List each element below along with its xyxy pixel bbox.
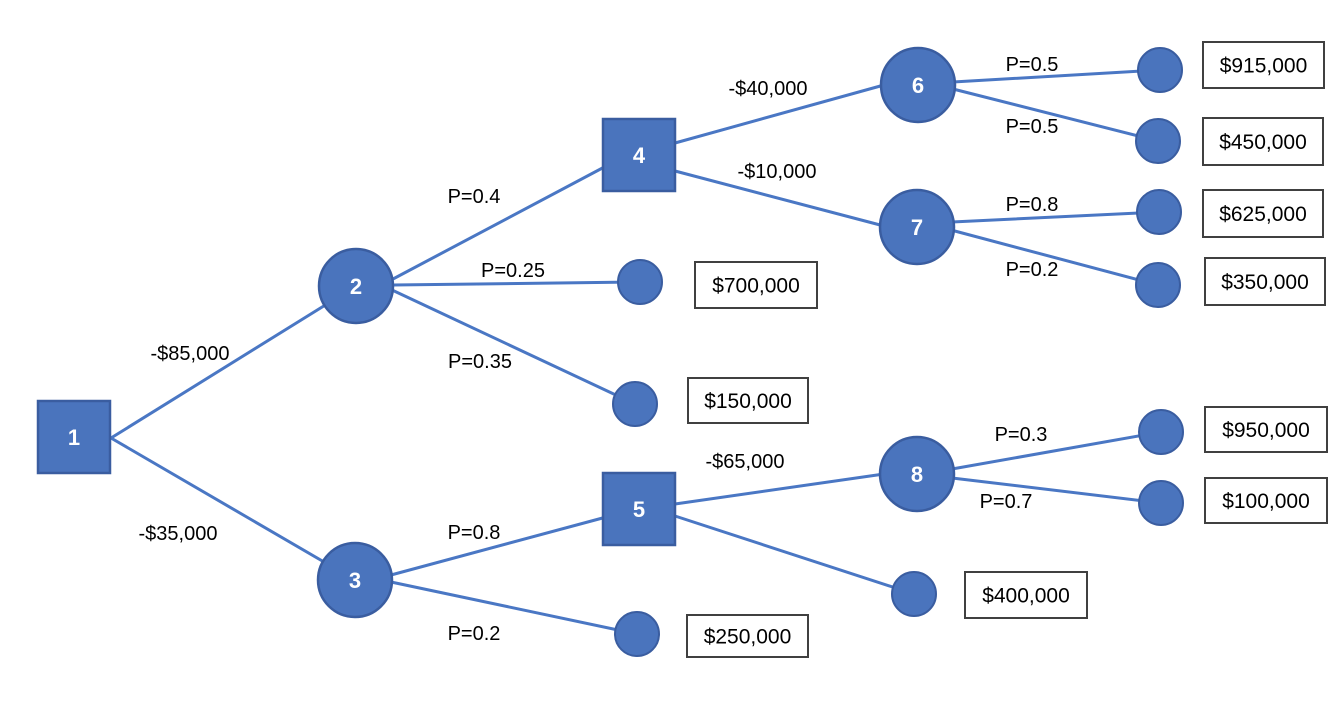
nodes-layer: 1 2 3 4 5 6 7 8 bbox=[36, 46, 957, 619]
payoff-box-t-400000 bbox=[964, 571, 1088, 619]
terminals-layer bbox=[612, 47, 1184, 657]
branch-label-2-to-t-700000: P=0.25 bbox=[481, 260, 545, 282]
branch-label-1-to-3: -$35,000 bbox=[139, 523, 218, 545]
chance-node-7 bbox=[878, 188, 956, 266]
branch-label-1-to-2: -$85,000 bbox=[151, 343, 230, 365]
node-number-4: 4 bbox=[633, 143, 646, 168]
node-number-2: 2 bbox=[350, 274, 362, 299]
terminal-node-t-400000 bbox=[891, 571, 937, 617]
payoff-box-t-250000 bbox=[686, 614, 809, 658]
branch-1-to-3 bbox=[109, 436, 357, 582]
branch-label-4-to-7: -$10,000 bbox=[738, 161, 817, 183]
chance-node-6 bbox=[879, 46, 957, 124]
branch-7-to-t-625000 bbox=[950, 210, 1161, 224]
terminal-node-t-950000 bbox=[1138, 409, 1184, 455]
branch-4-to-7 bbox=[673, 169, 886, 228]
branch-8-to-t-950000 bbox=[950, 430, 1163, 471]
payoff-value-t-950000: $950,000 bbox=[1222, 419, 1310, 442]
branch-4-to-6 bbox=[673, 83, 886, 145]
edge-labels-layer: -$85,000-$35,000P=0.4P=0.25P=0.35P=0.8P=… bbox=[139, 54, 1059, 645]
branch-6-to-t-450000 bbox=[951, 87, 1160, 143]
payoffs-layer: $915,000 $450,000 $625,000 $350,000 $700,000… bbox=[686, 41, 1328, 658]
terminal-node-t-100000 bbox=[1138, 480, 1184, 526]
branch-5-to-t-400000 bbox=[673, 514, 916, 596]
payoff-box-t-950000 bbox=[1204, 406, 1328, 453]
branch-2-to-t-150000 bbox=[390, 288, 637, 406]
node-number-3: 3 bbox=[349, 568, 361, 593]
terminal-node-t-625000 bbox=[1136, 189, 1182, 235]
terminal-node-t-250000 bbox=[614, 611, 660, 657]
terminal-node-t-700000 bbox=[617, 259, 663, 305]
payoff-value-t-250000: $250,000 bbox=[704, 626, 792, 649]
branch-7-to-t-350000 bbox=[949, 228, 1160, 287]
payoff-box-t-625000 bbox=[1202, 189, 1324, 238]
payoff-box-t-700000 bbox=[694, 261, 818, 309]
branch-label-6-to-t-450000: P=0.5 bbox=[1006, 116, 1059, 138]
branch-label-2-to-4: P=0.4 bbox=[448, 186, 501, 208]
payoff-value-t-700000: $700,000 bbox=[712, 275, 800, 298]
payoff-value-t-100000: $100,000 bbox=[1222, 490, 1310, 513]
decision-node-5 bbox=[601, 471, 677, 547]
terminal-node-t-450000 bbox=[1135, 118, 1181, 164]
branch-label-3-to-5: P=0.8 bbox=[448, 522, 501, 544]
payoff-value-t-915000: $915,000 bbox=[1220, 55, 1308, 78]
branch-label-7-to-t-350000: P=0.2 bbox=[1006, 259, 1059, 281]
payoff-value-t-400000: $400,000 bbox=[982, 585, 1070, 608]
chance-node-8 bbox=[878, 435, 956, 513]
payoff-value-t-625000: $625,000 bbox=[1219, 203, 1307, 226]
branch-6-to-t-915000 bbox=[951, 68, 1162, 84]
payoff-box-t-150000 bbox=[687, 377, 809, 424]
terminal-node-t-350000 bbox=[1135, 262, 1181, 308]
payoff-value-t-150000: $150,000 bbox=[704, 390, 792, 413]
branch-label-6-to-t-915000: P=0.5 bbox=[1006, 54, 1059, 76]
payoff-value-t-350000: $350,000 bbox=[1221, 271, 1309, 294]
payoff-value-t-450000: $450,000 bbox=[1219, 131, 1307, 154]
payoff-box-t-450000 bbox=[1202, 117, 1324, 166]
branch-label-8-to-t-100000: P=0.7 bbox=[980, 491, 1033, 513]
chance-node-3 bbox=[316, 541, 394, 619]
node-number-5: 5 bbox=[633, 497, 645, 522]
edges-layer bbox=[109, 68, 1163, 636]
node-number-8: 8 bbox=[911, 462, 923, 487]
node-number-1: 1 bbox=[68, 425, 80, 450]
payoff-box-t-915000 bbox=[1202, 41, 1325, 89]
branch-label-8-to-t-950000: P=0.3 bbox=[995, 424, 1048, 446]
decision-node-1 bbox=[36, 399, 112, 475]
branch-8-to-t-100000 bbox=[950, 476, 1163, 505]
terminal-node-t-150000 bbox=[612, 381, 658, 427]
branch-3-to-t-250000 bbox=[389, 580, 639, 636]
payoff-box-t-350000 bbox=[1204, 257, 1326, 306]
branch-label-5-to-8: -$65,000 bbox=[706, 451, 785, 473]
branch-5-to-8 bbox=[673, 472, 886, 506]
branch-2-to-t-700000 bbox=[391, 280, 642, 287]
node-number-7: 7 bbox=[911, 215, 923, 240]
branch-2-to-4 bbox=[391, 162, 612, 281]
branch-label-2-to-t-150000: P=0.35 bbox=[448, 351, 512, 373]
branch-3-to-5 bbox=[389, 514, 612, 577]
branch-label-3-to-t-250000: P=0.2 bbox=[448, 623, 501, 645]
branch-1-to-2 bbox=[109, 284, 358, 440]
chance-node-2 bbox=[317, 247, 395, 325]
branch-label-4-to-6: -$40,000 bbox=[729, 78, 808, 100]
node-number-6: 6 bbox=[912, 73, 924, 98]
branch-label-7-to-t-625000: P=0.8 bbox=[1006, 194, 1059, 216]
payoff-box-t-100000 bbox=[1204, 477, 1328, 524]
terminal-node-t-915000 bbox=[1137, 47, 1183, 93]
decision-node-4 bbox=[601, 117, 677, 193]
